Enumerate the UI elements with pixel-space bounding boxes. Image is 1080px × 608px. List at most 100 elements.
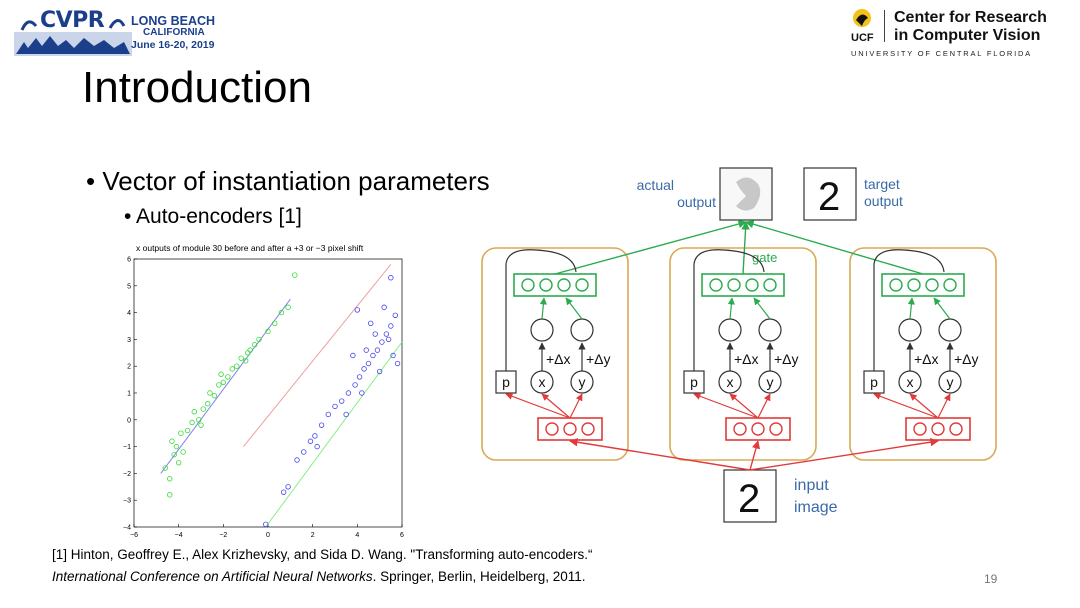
data-point xyxy=(379,339,385,345)
data-point xyxy=(175,459,182,466)
y-tick-label: −2 xyxy=(123,471,131,478)
data-point xyxy=(361,366,367,372)
data-point xyxy=(365,360,372,367)
data-point xyxy=(162,465,168,471)
probability-unit-label: p xyxy=(870,374,878,390)
data-point xyxy=(218,371,224,377)
input-label-2: image xyxy=(794,499,838,516)
data-point xyxy=(184,427,191,434)
data-point xyxy=(363,347,369,353)
x-tick-label: 0 xyxy=(266,532,270,539)
input-to-recognition xyxy=(569,438,751,471)
data-point xyxy=(343,411,349,418)
data-point xyxy=(338,398,345,404)
recognition-unit xyxy=(751,422,765,436)
recognition-to-instantiation xyxy=(909,393,939,419)
recognition-to-instantiation xyxy=(873,392,939,419)
recognition-to-instantiation xyxy=(569,393,583,419)
data-point xyxy=(207,390,213,396)
fit-line xyxy=(265,341,403,528)
transforming-autoencoder-diagram: 2 actual output target output 2 input im… xyxy=(481,167,997,523)
input-image xyxy=(723,469,777,523)
y-unit-label: y xyxy=(947,374,954,390)
probability-unit-label: p xyxy=(502,374,510,390)
y-tick-label: 3 xyxy=(127,337,131,344)
data-point xyxy=(354,307,361,313)
data-point xyxy=(352,382,358,388)
cvpr-location-line2: CALIFORNIA xyxy=(143,27,205,38)
slide-title: Introduction xyxy=(82,63,312,112)
reference-publisher: . Springer, Berlin, Heidelberg, 2011. xyxy=(372,569,586,584)
fit-line xyxy=(243,264,392,447)
input-label-1: input xyxy=(794,477,829,494)
data-point xyxy=(390,352,396,359)
data-point xyxy=(345,390,352,396)
recognition-unit xyxy=(949,422,963,436)
data-point xyxy=(356,374,363,380)
recognition-to-instantiation xyxy=(693,392,759,419)
data-point xyxy=(189,419,195,426)
recognition-unit xyxy=(931,422,945,436)
y-tick-label: 2 xyxy=(127,364,131,371)
data-point xyxy=(220,379,227,385)
data-point xyxy=(372,331,378,337)
capsule-box-1 xyxy=(481,247,629,461)
hidden-unit xyxy=(898,318,922,342)
y-tick-label: 6 xyxy=(127,257,131,264)
center-name-line2: in Computer Vision xyxy=(894,27,1041,44)
data-point xyxy=(350,352,356,359)
data-point xyxy=(242,358,249,364)
data-point xyxy=(271,320,278,327)
hidden-unit xyxy=(570,318,594,342)
output-connection xyxy=(554,219,747,275)
output-connection xyxy=(741,221,750,275)
data-point xyxy=(178,430,184,436)
reference-venue: International Conference on Artificial N… xyxy=(52,569,373,584)
input-digit: 2 xyxy=(738,477,760,521)
data-point xyxy=(301,449,307,455)
y-tick-label: 1 xyxy=(127,391,131,398)
data-point xyxy=(388,323,394,329)
university-name: UNIVERSITY OF CENTRAL FLORIDA xyxy=(851,49,1032,58)
output-unit xyxy=(539,278,553,292)
data-point xyxy=(229,366,235,372)
output-unit xyxy=(709,278,723,292)
recognition-to-instantiation xyxy=(937,393,951,419)
blurry-digit-icon xyxy=(736,177,761,211)
data-point xyxy=(167,476,173,482)
x-unit-label: x xyxy=(727,374,734,390)
data-point xyxy=(265,328,271,335)
recognition-unit xyxy=(769,422,783,436)
recognition-unit xyxy=(545,422,559,436)
data-point xyxy=(278,309,285,316)
hidden-to-output xyxy=(933,297,951,320)
recognition-unit xyxy=(733,422,747,436)
hidden-to-output xyxy=(539,297,547,320)
x-tick-label: 4 xyxy=(355,532,359,539)
fit-line xyxy=(160,298,291,474)
actual-output-label-1: actual xyxy=(637,177,674,193)
output-unit xyxy=(907,278,921,292)
delta-y-label: +Δy xyxy=(954,351,979,367)
hidden-unit xyxy=(530,318,554,342)
data-point xyxy=(359,390,365,396)
data-point xyxy=(238,355,244,361)
output-unit xyxy=(745,278,759,292)
y-tick-label: 4 xyxy=(127,310,131,317)
data-point xyxy=(211,392,218,399)
hidden-unit xyxy=(758,318,782,342)
recognition-unit xyxy=(913,422,927,436)
data-point xyxy=(394,360,401,367)
reference-line1: [1] Hinton, Geoffrey E., Alex Krizhevsky… xyxy=(52,547,593,562)
delta-x-label: +Δx xyxy=(914,351,939,367)
data-point xyxy=(256,336,262,343)
delta-x-label: +Δx xyxy=(546,351,571,367)
logo-divider xyxy=(884,10,885,42)
y-tick-label: −1 xyxy=(123,444,131,451)
data-point xyxy=(200,406,206,412)
ucf-logo-text: UCF xyxy=(851,32,874,44)
chart-title: x outputs of module 30 before and after … xyxy=(136,243,364,253)
recognition-unit xyxy=(563,422,577,436)
reference-line2: International Conference on Artificial N… xyxy=(52,569,586,584)
